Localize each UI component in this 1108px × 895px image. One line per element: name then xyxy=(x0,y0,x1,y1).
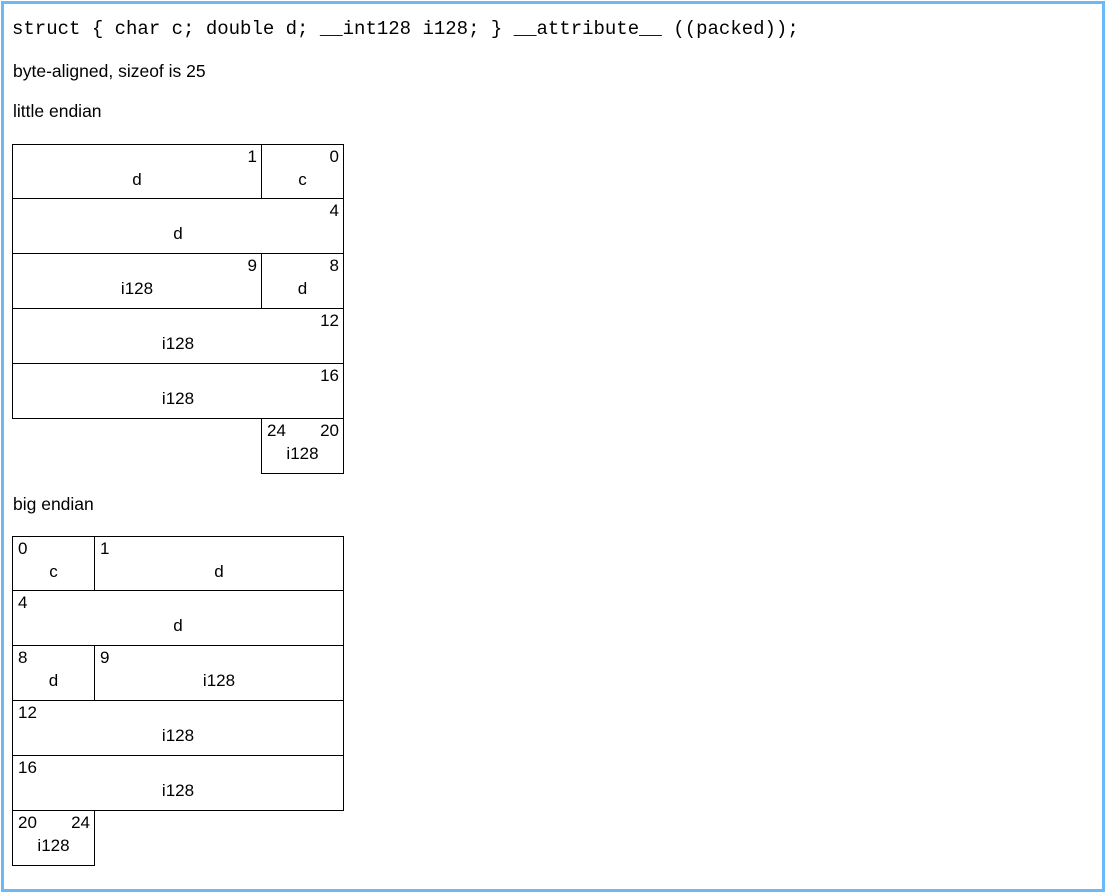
alignment-note: byte-aligned, sizeof is 25 xyxy=(13,61,206,81)
little-endian-offset-label: 1 xyxy=(247,147,257,166)
big-endian-offset-label: 1 xyxy=(100,539,110,558)
big-endian-label: big endian xyxy=(13,494,94,514)
little-endian-cell: 16 i128 xyxy=(12,363,344,419)
big-endian-offset-label: 16 xyxy=(18,758,37,777)
little-endian-field-label: d xyxy=(173,224,183,243)
little-endian-offset-label: 8 xyxy=(329,256,339,275)
big-endian-offset-label: 9 xyxy=(100,648,110,667)
big-endian-field-label: d xyxy=(214,562,224,581)
big-endian-offset-label: 0 xyxy=(18,539,28,558)
little-endian-field-label: i128 xyxy=(286,444,319,463)
big-endian-field-label: i128 xyxy=(37,836,70,855)
little-endian-offset-label: 4 xyxy=(329,201,339,220)
big-endian-field-label: d xyxy=(173,616,183,635)
big-endian-offset-label: 24 xyxy=(71,813,90,832)
little-endian-field-label: i128 xyxy=(161,389,195,408)
big-endian-cell: 16 i128 xyxy=(12,755,344,811)
little-endian-offset-label: 24 xyxy=(267,421,286,440)
big-endian-field-label: i128 xyxy=(161,781,195,800)
little-endian-offset-label: 20 xyxy=(320,421,339,440)
little-endian-field-label: d xyxy=(132,170,142,189)
big-endian-offset-label: 8 xyxy=(18,648,28,667)
big-endian-offset-label: 4 xyxy=(18,593,28,612)
big-endian-field-label: d xyxy=(48,671,59,690)
little-endian-label: little endian xyxy=(13,101,102,121)
content-area: struct { char c; double d; __int128 i128… xyxy=(9,9,1097,884)
big-endian-offset-label: 12 xyxy=(18,703,37,722)
little-endian-field-label: c xyxy=(298,170,307,189)
little-endian-offset-label: 12 xyxy=(320,311,339,330)
big-endian-field-label: i128 xyxy=(202,671,236,690)
little-endian-field-label: i128 xyxy=(120,279,154,298)
big-endian-field-label: i128 xyxy=(161,726,195,745)
big-endian-field-label: c xyxy=(49,562,58,581)
big-endian-cell: 12 i128 xyxy=(12,700,344,756)
struct-declaration: struct { char c; double d; __int128 i128… xyxy=(12,18,799,40)
little-endian-offset-label: 16 xyxy=(320,366,339,385)
little-endian-offset-label: 9 xyxy=(247,256,257,275)
little-endian-field-label: i128 xyxy=(161,334,195,353)
little-endian-field-label: d xyxy=(297,279,308,298)
big-endian-offset-label: 20 xyxy=(18,813,37,832)
little-endian-offset-label: 0 xyxy=(329,147,339,166)
big-endian-cell: 9 i128 xyxy=(94,645,344,701)
little-endian-cell: 12 i128 xyxy=(12,308,344,364)
little-endian-cell: 9 i128 xyxy=(12,253,262,309)
